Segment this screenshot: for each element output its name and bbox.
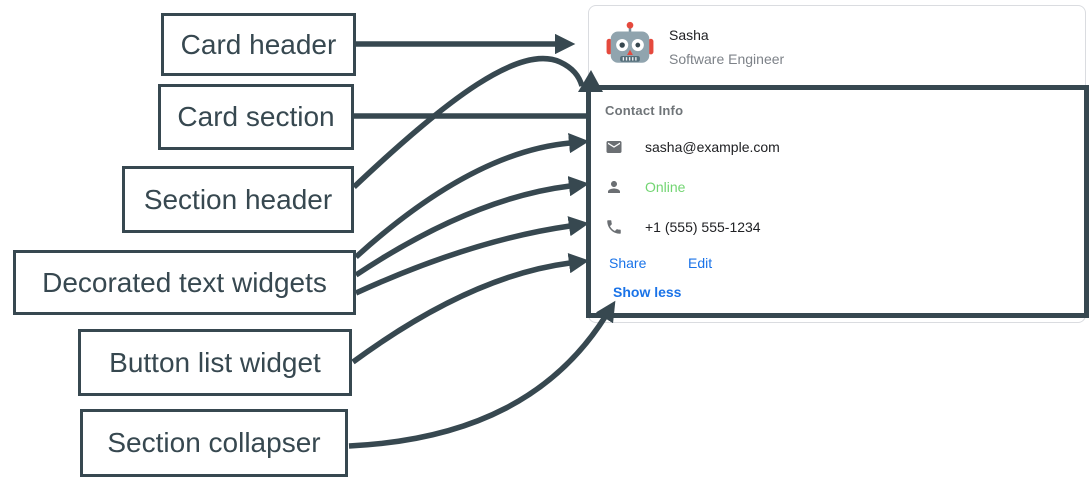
- decorated-text-email: sasha@example.com: [605, 137, 780, 157]
- edit-button[interactable]: Edit: [688, 255, 713, 271]
- person-icon: [608, 181, 620, 193]
- section-title: Contact Info: [605, 103, 684, 118]
- button-list-arrow: [351, 253, 590, 365]
- phone-text: +1 (555) 555-1234: [645, 219, 761, 235]
- callout-decorated-text-widgets: Decorated text widgets: [13, 250, 356, 315]
- callout-section-header: Section header: [122, 166, 354, 233]
- decorated-text-arrow-email: [354, 132, 590, 260]
- card-header-role: Software Engineer: [669, 51, 785, 67]
- robot-avatar: [606, 21, 654, 63]
- callout-card-header: Card header: [161, 13, 356, 76]
- email-icon: [606, 141, 622, 153]
- callout-section-collapser: Section collapser: [80, 409, 348, 477]
- share-button[interactable]: Share: [609, 255, 647, 271]
- section-collapser-arrow: [348, 300, 616, 449]
- card-header-name: Sasha: [669, 27, 709, 43]
- online-status-text: Online: [645, 179, 686, 195]
- section-header-arrow: [352, 55, 585, 189]
- show-less-button[interactable]: Show less: [613, 284, 682, 300]
- decorated-text-phone: +1 (555) 555-1234: [605, 217, 761, 237]
- decorated-text-status: Online: [605, 177, 685, 197]
- callout-button-list-widget: Button list widget: [78, 329, 352, 396]
- contact-card: Sasha Software Engineer Contact Info sas…: [588, 5, 1086, 323]
- phone-icon: [607, 220, 621, 234]
- callout-card-section: Card section: [158, 84, 354, 150]
- email-text: sasha@example.com: [645, 139, 780, 155]
- decorated-text-arrow-online: [354, 176, 590, 278]
- decorated-text-arrow-phone: [354, 216, 590, 296]
